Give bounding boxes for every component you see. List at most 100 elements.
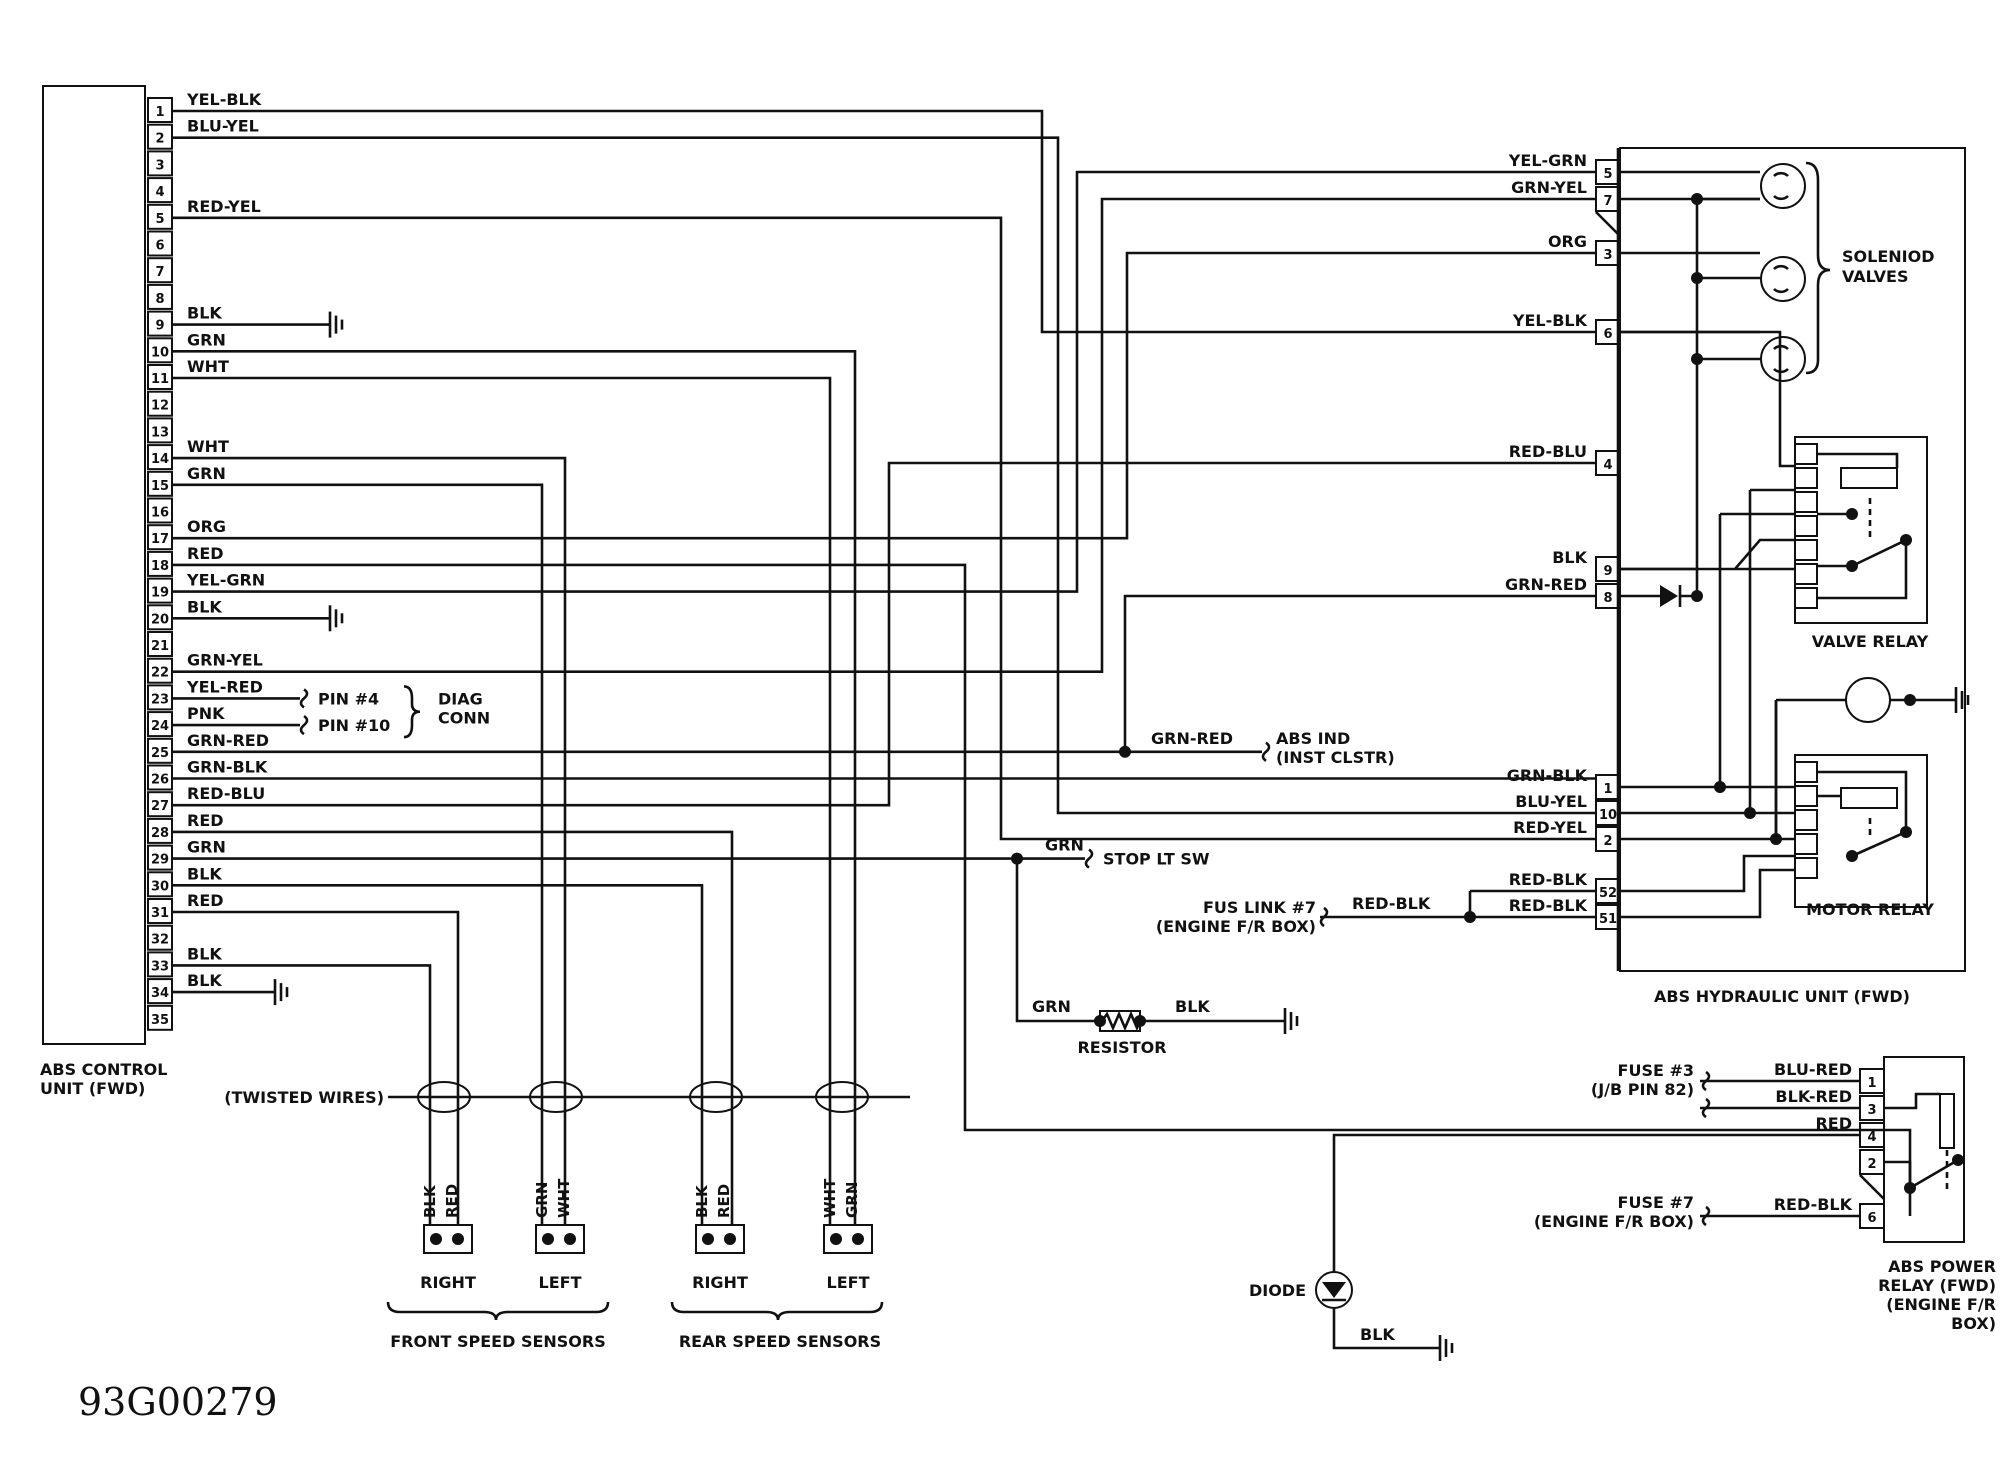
hyd-pin-number: 4: [1603, 458, 1612, 473]
wire-blk-33: [172, 964, 432, 1225]
ecu-pin-number: 28: [151, 826, 169, 841]
junction-dot: [1691, 272, 1703, 284]
ecu-wire-label: GRN: [187, 838, 226, 857]
wire-wht-11: [172, 376, 832, 1225]
hyd-wire-label: RED-BLK: [1509, 896, 1588, 915]
ground-icon: [328, 605, 344, 632]
ecu-wire-label: BLU-YEL: [187, 117, 259, 136]
ecu-wire-label: WHT: [187, 437, 229, 456]
ecu-pin-number: 26: [151, 773, 169, 788]
power-relay-pin-number: 2: [1867, 1157, 1876, 1172]
fus-link-label: FUS LINK #7(ENGINE F/R BOX): [1156, 898, 1316, 936]
resistor-zigzag: [1100, 1010, 1142, 1032]
power-relay-wire-label: RED: [1815, 1114, 1852, 1133]
speed-sensor-rear-right: [695, 1224, 745, 1254]
ecu-wire-label: GRN: [187, 330, 226, 349]
sensor-terminal: [724, 1233, 736, 1245]
motor-ground-icon: [1954, 687, 1970, 713]
sensor-terminal: [564, 1233, 576, 1245]
wire: [1620, 854, 1795, 893]
ecu-pin-number: 11: [151, 372, 169, 387]
valve-relay-label: VALVE RELAY: [1812, 632, 1929, 651]
junction-dot: [1904, 694, 1916, 706]
sensor-wire-label: RED: [443, 1184, 461, 1218]
ecu-wire-label: PNK: [187, 704, 225, 723]
abs-ind-label: ABS IND(INST CLSTR): [1276, 729, 1395, 767]
ecu-pin-number: 18: [151, 559, 169, 574]
relay-terminal: [1794, 833, 1818, 855]
sensor-terminal: [830, 1233, 842, 1245]
ecu-wire-label: BLK: [187, 944, 222, 963]
solenoid-valve-icon: [1760, 336, 1806, 382]
ecu-wire-label: YEL-GRN: [186, 571, 265, 590]
wire-grn-yel: [172, 197, 1596, 674]
sensor-wire-label: BLK: [693, 1184, 711, 1218]
ecu-pin-box: [147, 631, 173, 657]
fuse3-label: FUSE #3(J/B PIN 82): [1591, 1061, 1694, 1099]
power-relay-coil: [1939, 1093, 1955, 1149]
stop-lt-label: STOP LT SW: [1103, 850, 1210, 869]
ecu-pin-number: 19: [151, 586, 169, 601]
fuse7-label: FUSE #7(ENGINE F/R BOX): [1534, 1193, 1694, 1231]
hyd-pin-number: 2: [1603, 834, 1612, 849]
ecu-pin-number: 30: [151, 879, 169, 894]
ecu-pin-number: 35: [151, 1013, 169, 1028]
wire-red-power: [1332, 1133, 1860, 1272]
sensor-terminal: [852, 1233, 864, 1245]
ecu-wire-label: GRN-RED: [187, 731, 269, 750]
relay-terminal: [1794, 563, 1818, 585]
solenoid-coil: [1773, 194, 1789, 201]
solenoid-coil: [1773, 171, 1789, 178]
power-relay-box: [1883, 1056, 1965, 1243]
sensor-wire-label: GRN: [533, 1182, 551, 1218]
ecu-pin-box: [147, 230, 173, 257]
ecu-pin-number: 12: [151, 399, 169, 414]
solenoid-coil: [1773, 264, 1789, 271]
ecu-pin-box: [147, 390, 173, 417]
ecu-wire-label: YEL-BLK: [186, 90, 262, 109]
wire: [1884, 1092, 1940, 1110]
connector-symbol: [299, 688, 309, 709]
hyd-wire-label: ORG: [1548, 232, 1587, 251]
wire-org: [172, 251, 1596, 540]
ecu-pin-number: 27: [151, 799, 169, 814]
power-relay-pin-number: 4: [1867, 1130, 1876, 1145]
relay-switch-arm: [1851, 538, 1907, 568]
hyd-pin-number: 1: [1603, 782, 1612, 797]
sensor-terminal: [430, 1233, 442, 1245]
wire-diode-ground: [1332, 1308, 1440, 1350]
hyd-pin-number: 5: [1603, 167, 1612, 182]
sensor-wire-label: WHT: [555, 1178, 573, 1218]
ecu-wire-label: BLK: [187, 971, 222, 990]
wire: [1620, 330, 1795, 468]
connector-symbol: [1701, 1097, 1711, 1119]
hyd-wire-label: YEL-GRN: [1508, 151, 1587, 170]
ecu-pin-number: 7: [155, 265, 164, 280]
speed-sensor-front-right: [423, 1224, 473, 1254]
ecu-wire-label: GRN: [187, 464, 226, 483]
ground-icon: [273, 979, 289, 1006]
ecu-wire-label: BLK: [187, 597, 222, 616]
resistor-label: RESISTOR: [1077, 1038, 1166, 1057]
ecu-pin-number: 8: [155, 292, 164, 307]
solenoid-brace: [1805, 161, 1831, 375]
relay-terminal: [1794, 539, 1818, 561]
ecu-pin-number: 21: [151, 639, 169, 654]
ecu-wire-label: BLK: [187, 304, 222, 323]
junction-dot: [1094, 1015, 1106, 1027]
connector-symbol: [1701, 1070, 1711, 1092]
wire-red-31: [172, 910, 460, 1225]
ground-icon: [1438, 1335, 1454, 1361]
ecu-pin-box: [147, 497, 173, 524]
twisted-pair-rear-left: [815, 1081, 869, 1113]
diode-label: DIODE: [1249, 1281, 1306, 1300]
ecu-pin-number: 22: [151, 666, 169, 681]
junction-dot: [1744, 807, 1756, 819]
front-sensor-brace: [386, 1301, 610, 1321]
front-sensors-label: FRONT SPEED SENSORS: [390, 1332, 606, 1351]
wire-wht-14: [172, 456, 567, 1225]
junction-dot: [1691, 353, 1703, 365]
abs-control-unit-box: [42, 85, 146, 1045]
